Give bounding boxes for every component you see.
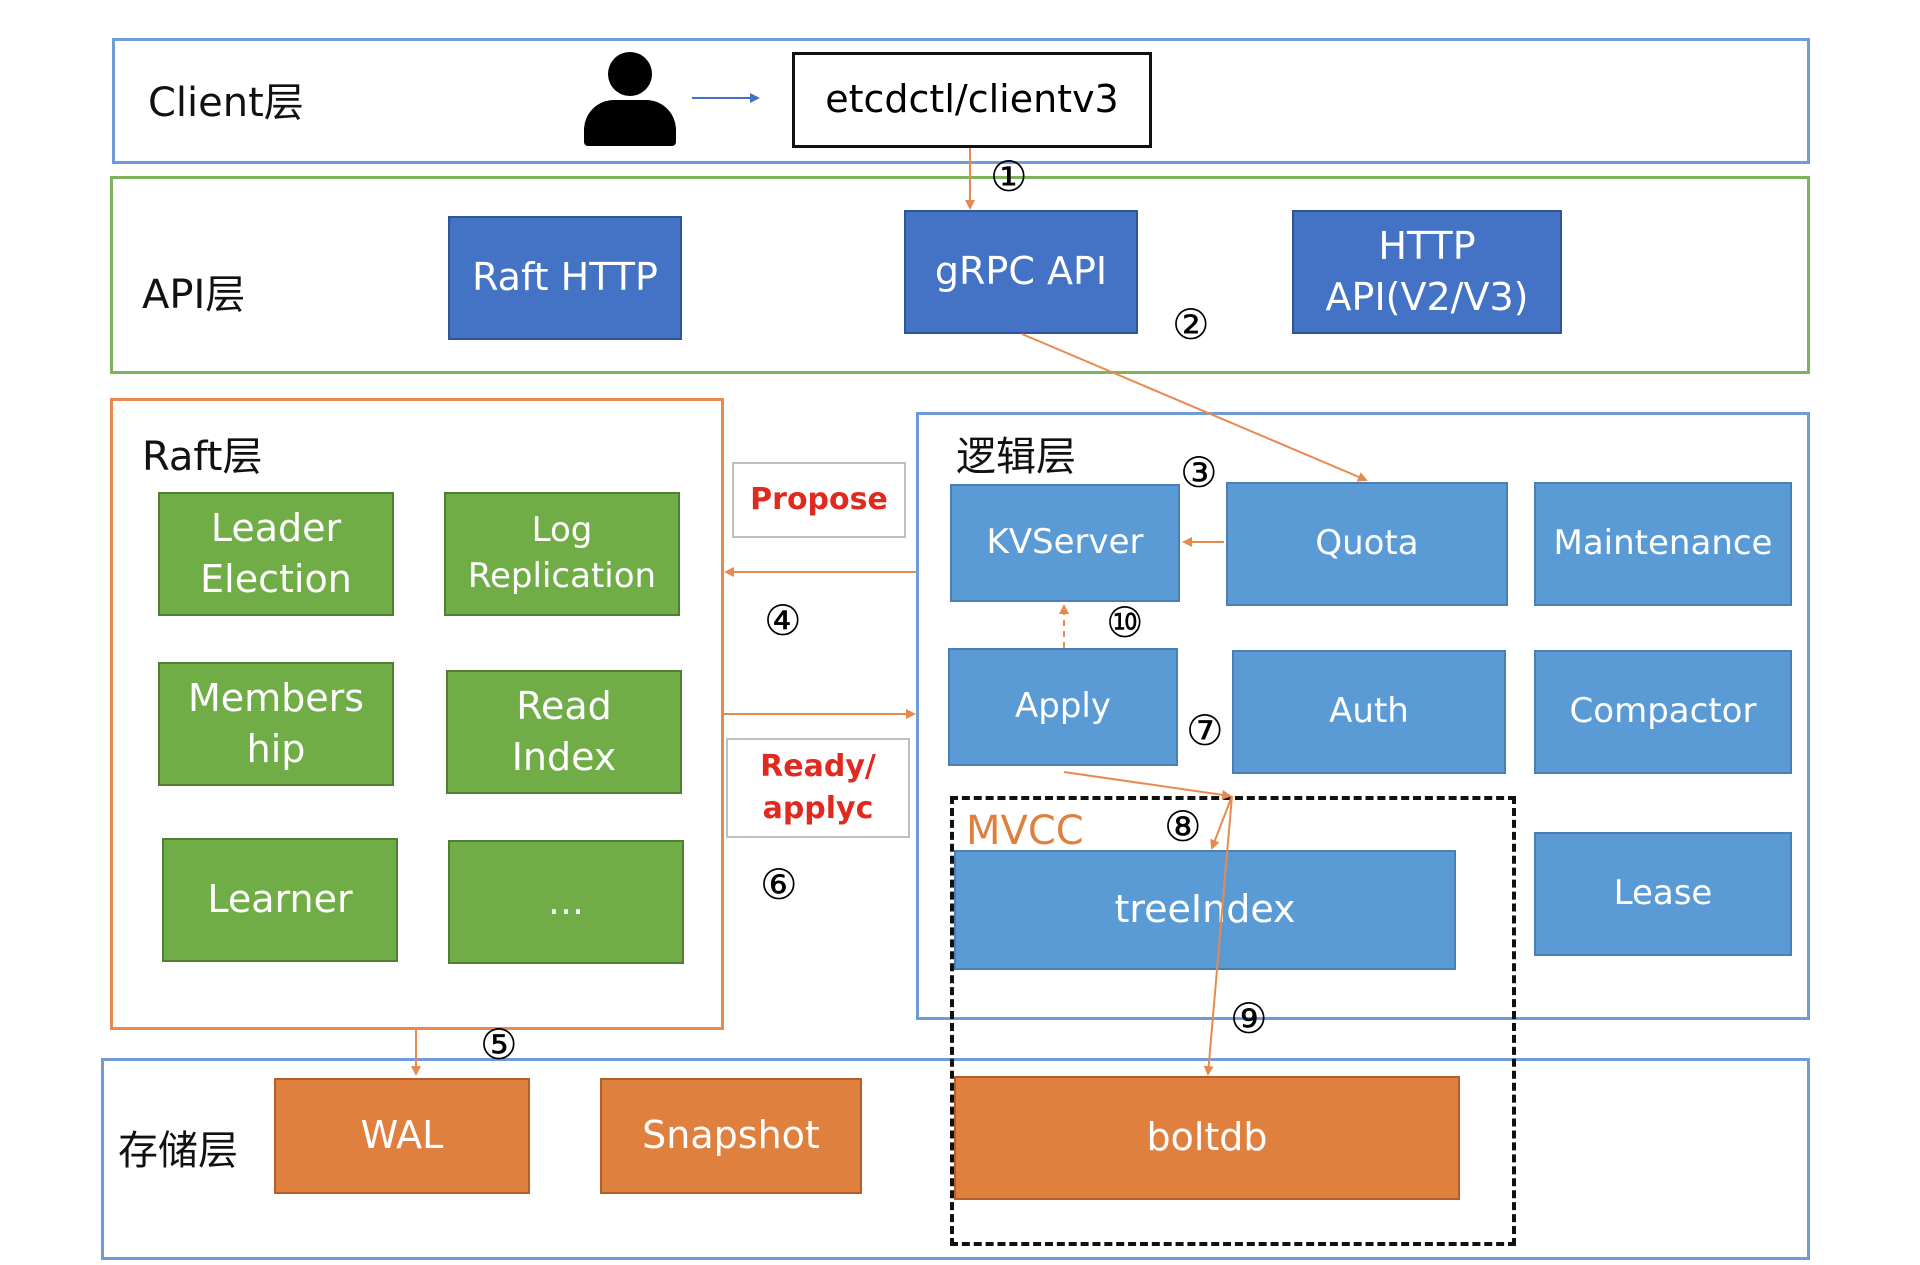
logic-layer-label: 逻辑层 [956,434,1076,480]
http-api-box: HTTP API(V2/V3) [1292,210,1562,334]
step-10: ⑩ [1106,598,1144,647]
raft-layer-label: Raft层 [142,434,263,480]
learner-box: Learner [162,838,398,962]
raft-more-box: ... [448,840,684,964]
apply-box: Apply [948,648,1178,766]
step-1: ① [990,152,1028,201]
step-4: ④ [764,596,802,645]
lease-box: Lease [1534,832,1792,956]
raft-layer [110,398,724,1030]
ready-applyc-line1: Ready/ [760,749,876,784]
quota-box: Quota [1226,482,1508,606]
http-api-line1: HTTP [1378,223,1476,268]
step-7: ⑦ [1186,706,1224,755]
step-5: ⑤ [480,1020,518,1069]
wal-box: WAL [274,1078,530,1194]
read-index-line2: Index [511,735,617,779]
logic-layer [916,412,1810,1020]
raft-http-box: Raft HTTP [448,216,682,340]
compactor-box: Compactor [1534,650,1792,774]
step7-arrow [1063,771,1232,800]
boltdb-box: boltdb [954,1076,1460,1200]
log-replication-box: Log Replication [444,492,680,616]
kvserver-box: KVServer [950,484,1180,602]
http-api-line2: API(V2/V3) [1325,275,1529,319]
mvcc-label: MVCC [966,808,1084,854]
user-icon [584,52,676,146]
api-layer [110,176,1810,374]
client-tool-box: etcdctl/clientv3 [792,52,1152,148]
step-2: ② [1172,300,1210,349]
step-6: ⑥ [760,860,798,909]
step9-arrow [1203,795,1233,1076]
ready-applyc-label: Ready/ applyc [726,738,910,838]
storage-layer [101,1058,1810,1260]
read-index-box: Read Index [446,670,682,794]
client-layer [112,38,1810,164]
membership-line1: Members [187,675,365,720]
auth-box: Auth [1232,650,1506,774]
step8-arrow [1210,795,1233,850]
ready-applyc-line2: applyc [762,791,874,826]
membership-line2: hip [246,727,306,771]
membership-box: Members hip [158,662,394,786]
api-layer-label: API层 [142,272,246,318]
leader-election-line1: Leader [210,505,342,550]
storage-layer-label: 存储层 [118,1128,238,1174]
log-replication-line1: Log [531,510,593,551]
step2-arrow [1021,333,1368,482]
grpc-api-box: gRPC API [904,210,1138,334]
step-9: ⑨ [1230,994,1268,1043]
leader-election-line2: Election [200,557,352,601]
client-layer-label: Client层 [148,80,304,126]
read-index-line1: Read [516,683,612,728]
step-8: ⑧ [1164,802,1202,851]
log-replication-line2: Replication [467,556,657,596]
mvcc-region [950,796,1516,1246]
step-3: ③ [1180,448,1218,497]
propose-label: Propose [732,462,906,538]
maintenance-box: Maintenance [1534,482,1792,606]
snapshot-box: Snapshot [600,1078,862,1194]
leader-election-box: Leader Election [158,492,394,616]
treeindex-box: treeIndex [954,850,1456,970]
